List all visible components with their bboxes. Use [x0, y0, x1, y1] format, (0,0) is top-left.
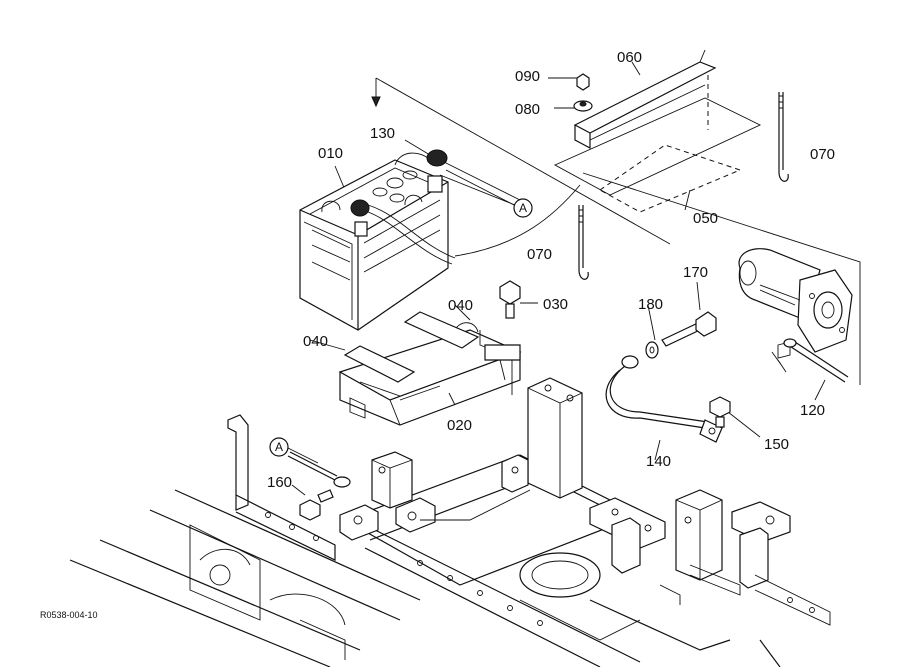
label-040-lower: 040: [303, 333, 328, 350]
negative-cable-terminal: [350, 199, 456, 265]
starter-cable: [783, 338, 849, 383]
label-080: 080: [515, 101, 540, 118]
label-130: 130: [370, 125, 395, 142]
label-140: 140: [646, 453, 671, 470]
tractor-frame: [69, 377, 831, 667]
bolt-030: [499, 280, 521, 319]
nut-090: [576, 73, 590, 91]
bolt-170: [661, 311, 717, 347]
bolt-160: [299, 489, 334, 521]
positive-cable-terminal: [394, 149, 521, 209]
label-180: 180: [638, 296, 663, 313]
label-160: 160: [267, 474, 292, 491]
callout-a-upper: A: [513, 198, 533, 218]
battery-cover-plate: [553, 97, 762, 213]
hook-rod-left: [578, 205, 589, 280]
label-050: 050: [693, 210, 718, 227]
label-070-right: 070: [810, 146, 835, 163]
label-060: 060: [617, 49, 642, 66]
label-090: 090: [515, 68, 540, 85]
figure-reference: R0538-004-10: [40, 610, 98, 620]
starter-motor: [738, 248, 853, 373]
leader-lines: [287, 61, 861, 496]
callout-a-lower-text: A: [275, 440, 283, 454]
bolt-150: [709, 396, 731, 428]
battery: [299, 159, 449, 331]
label-150: 150: [764, 436, 789, 453]
washer-180: [645, 341, 659, 359]
pad-upper: [403, 311, 480, 349]
battery-tray: [338, 322, 522, 426]
callout-a-upper-text: A: [519, 201, 527, 215]
ground-cable: [605, 355, 723, 443]
label-040-upper: 040: [448, 297, 473, 314]
cable-end-A: [287, 451, 351, 488]
label-030: 030: [543, 296, 568, 313]
label-020: 020: [447, 417, 472, 434]
hook-rod-right: [778, 92, 789, 182]
label-170: 170: [683, 264, 708, 281]
battery-clamp: [573, 49, 717, 149]
label-120: 120: [800, 402, 825, 419]
label-010: 010: [318, 145, 343, 162]
callout-a-lower: A: [269, 437, 289, 457]
washer-080: [573, 100, 593, 112]
label-070-left: 070: [527, 246, 552, 263]
pad-lower: [343, 345, 416, 383]
